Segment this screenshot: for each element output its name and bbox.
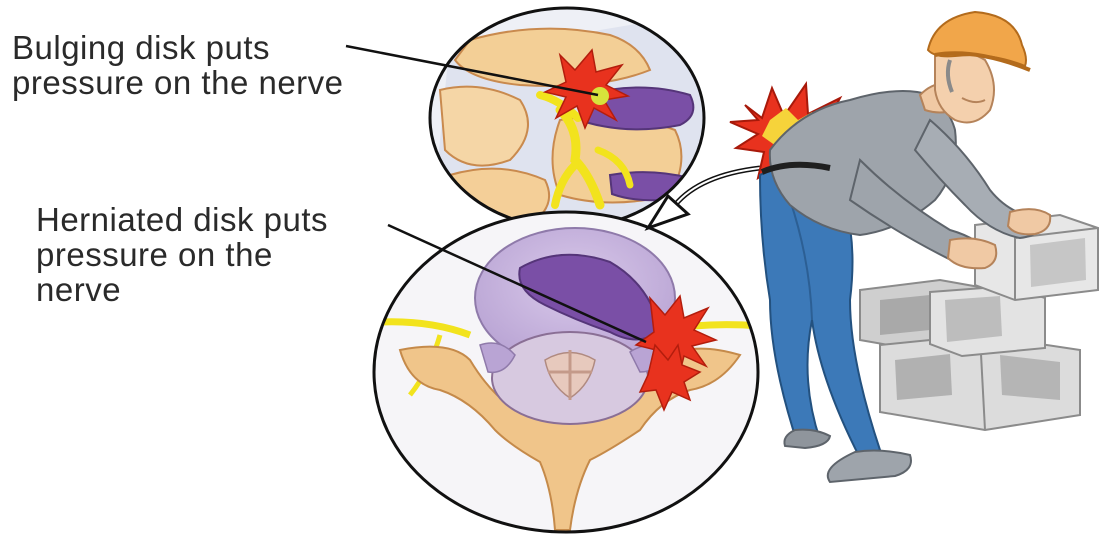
- herniated-disk-cross-section-illustration: [370, 210, 770, 538]
- herniated-disk-caption: Herniated disk puts pressure on the nerv…: [36, 202, 328, 307]
- bulging-disk-caption: Bulging disk puts pressure on the nerve: [12, 30, 344, 100]
